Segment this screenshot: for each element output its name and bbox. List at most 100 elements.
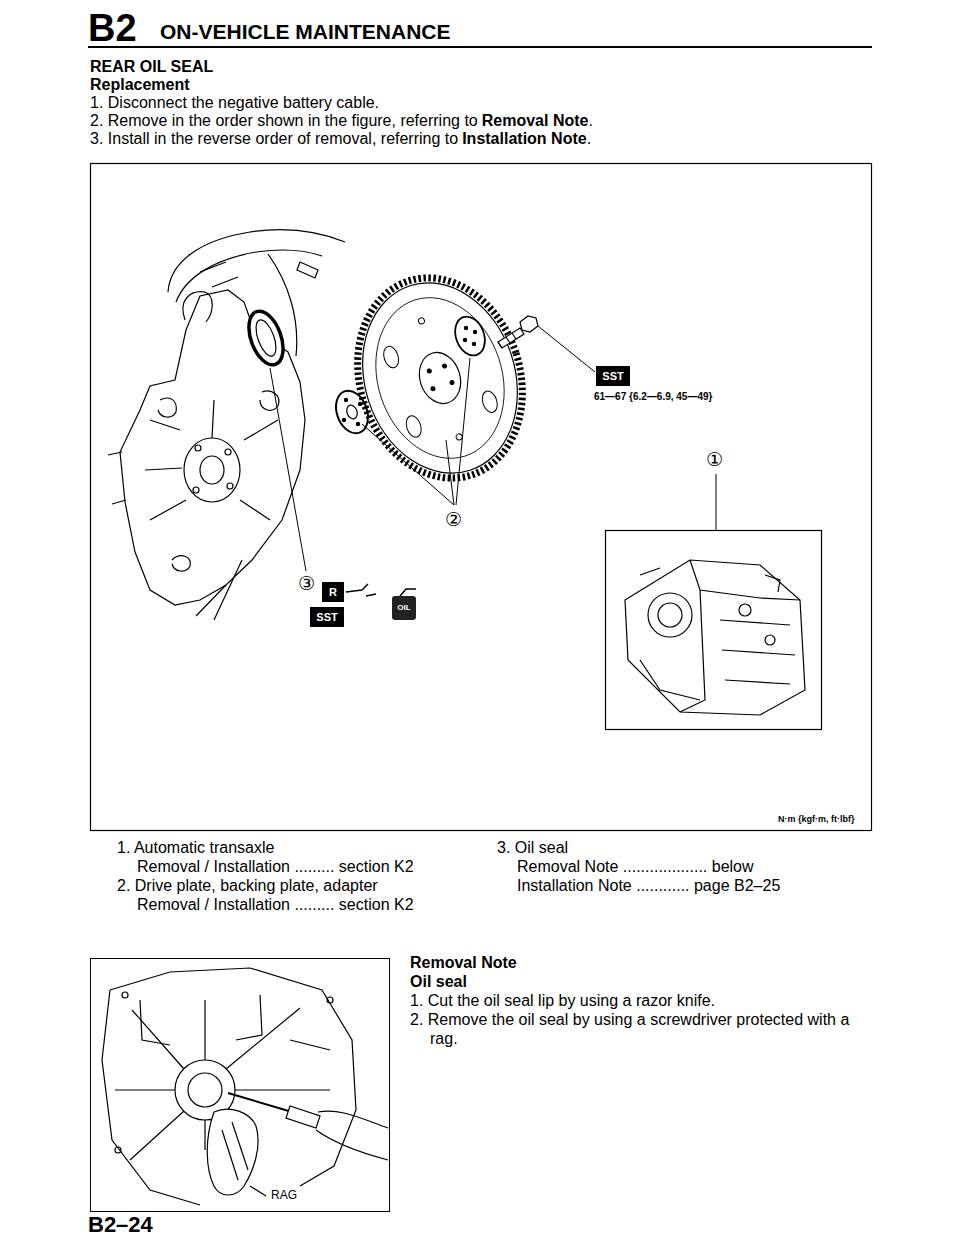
engine-block-part <box>184 438 240 502</box>
reference-line: Removal / Installation ......... section… <box>137 857 414 876</box>
figure-frame <box>91 164 872 831</box>
section-code: B2 <box>88 6 137 52</box>
drive-plate-part <box>480 389 500 414</box>
note-reference: Installation Note <box>462 129 586 148</box>
leader-line-part <box>456 358 470 505</box>
grease-symbol <box>346 584 416 596</box>
engine-block-part <box>120 290 305 605</box>
adapter-part <box>473 330 476 333</box>
body-fender-part <box>168 230 345 292</box>
adapter-part <box>472 342 475 345</box>
node-text: RAG <box>271 1189 297 1202</box>
leader-line-part <box>446 440 454 505</box>
node-text: OIL <box>397 604 410 613</box>
engine-block-part <box>196 560 242 620</box>
removal-illustration-part <box>122 992 128 998</box>
oil-seal-part <box>252 317 280 358</box>
procedure-step: 2. Remove in the order shown in the figu… <box>90 111 478 130</box>
drive-plate-part <box>332 256 547 499</box>
node-text: R <box>329 586 337 598</box>
procedure-step: 3. Install in the reverse order of remov… <box>90 129 458 148</box>
oil-icon: OIL <box>392 596 416 620</box>
note-subheading: Oil seal <box>410 972 467 991</box>
removal-illustration-part <box>140 995 330 1050</box>
removal-illustration-part <box>327 997 333 1003</box>
reference-line: Removal Note ................... below <box>517 857 754 876</box>
grease-badge: R <box>322 582 344 602</box>
drive-plate <box>332 256 547 499</box>
sst-badge: SST <box>310 607 344 627</box>
grease-symbol-part <box>400 589 416 596</box>
note-step: 2. Remove the oil seal by using a screwd… <box>410 1010 870 1048</box>
page-number: B2–24 <box>88 1212 153 1238</box>
part-name: 1. Automatic transaxle <box>117 838 274 857</box>
transaxle-inset-part <box>739 604 751 616</box>
engine-block-part <box>158 398 176 417</box>
callout-number: ② <box>445 508 462 531</box>
leader-line-part <box>538 326 595 372</box>
transaxle-inset-part <box>640 660 700 700</box>
engine-block-part <box>172 556 190 571</box>
removal-illustration-part <box>222 1122 248 1180</box>
drive-plate-part <box>339 263 542 494</box>
engine-block-part <box>193 487 199 493</box>
subsection-title: Replacement <box>90 75 190 94</box>
leader-line-part <box>270 368 306 571</box>
reference-line: Installation Note ............ page B2–2… <box>517 876 780 895</box>
header-rule-part <box>88 46 872 48</box>
removal-illustration-part <box>286 1106 320 1128</box>
adapter-part <box>450 312 490 359</box>
transaxle-inset-part <box>606 531 822 730</box>
backing-plate-part <box>356 422 359 425</box>
drive-plate-part <box>427 368 432 373</box>
drive-plate-part <box>442 363 447 368</box>
adapter-part <box>464 326 467 329</box>
node-text: SST <box>602 370 623 382</box>
engine-block-part <box>227 483 233 489</box>
note-heading: Removal Note <box>410 953 517 972</box>
node-text: SST <box>316 611 337 623</box>
unit-note: N·m {kgf·m, ft·lbf} <box>778 814 855 825</box>
oil-seal-part <box>242 307 289 370</box>
part-name: 2. Drive plate, backing plate, adapter <box>117 876 378 895</box>
removal-illustration-part <box>102 990 200 1205</box>
figure-frame-part <box>91 164 872 831</box>
backing-plate-part <box>342 418 345 421</box>
bolt-part <box>498 328 524 348</box>
sst-badge: SST <box>596 366 630 386</box>
punctuation: . <box>587 129 591 148</box>
engine-block-part <box>195 445 201 451</box>
procedure-step: 1. Disconnect the negative battery cable… <box>90 93 379 112</box>
transaxle-inset <box>606 531 822 730</box>
leader-line-part <box>362 424 454 505</box>
transaxle-inset-part <box>625 560 805 715</box>
illustration-box: RAG <box>90 958 390 1212</box>
bolt-part <box>498 333 516 348</box>
section-title: REAR OIL SEAL <box>90 57 213 76</box>
callout-number: ① <box>706 448 723 471</box>
header-rule <box>88 47 872 48</box>
drive-plate-part <box>413 347 467 409</box>
leader-line <box>270 326 716 571</box>
transaxle-inset-part <box>720 620 795 684</box>
transaxle-inset-part <box>648 593 692 637</box>
note-step: 1. Cut the oil seal lip by using a razor… <box>410 991 715 1010</box>
transaxle-inset-part <box>680 560 800 712</box>
engine-block-part <box>108 452 126 504</box>
drive-plate-part <box>430 386 435 391</box>
drive-plate-part <box>418 317 426 325</box>
transaxle-inset-part <box>658 603 682 627</box>
punctuation: . <box>588 111 592 130</box>
removal-illustration-part <box>207 1109 258 1195</box>
leader-line-part <box>716 474 717 530</box>
drive-plate-part <box>449 380 454 385</box>
grease-symbol-part <box>346 584 376 596</box>
backing-plate-part <box>344 398 347 401</box>
removal-illustration-part <box>188 1073 222 1107</box>
engine-block-part <box>225 449 231 455</box>
removal-illustration <box>102 968 388 1205</box>
note-reference: Removal Note <box>482 111 589 130</box>
bolt-part <box>520 316 538 332</box>
